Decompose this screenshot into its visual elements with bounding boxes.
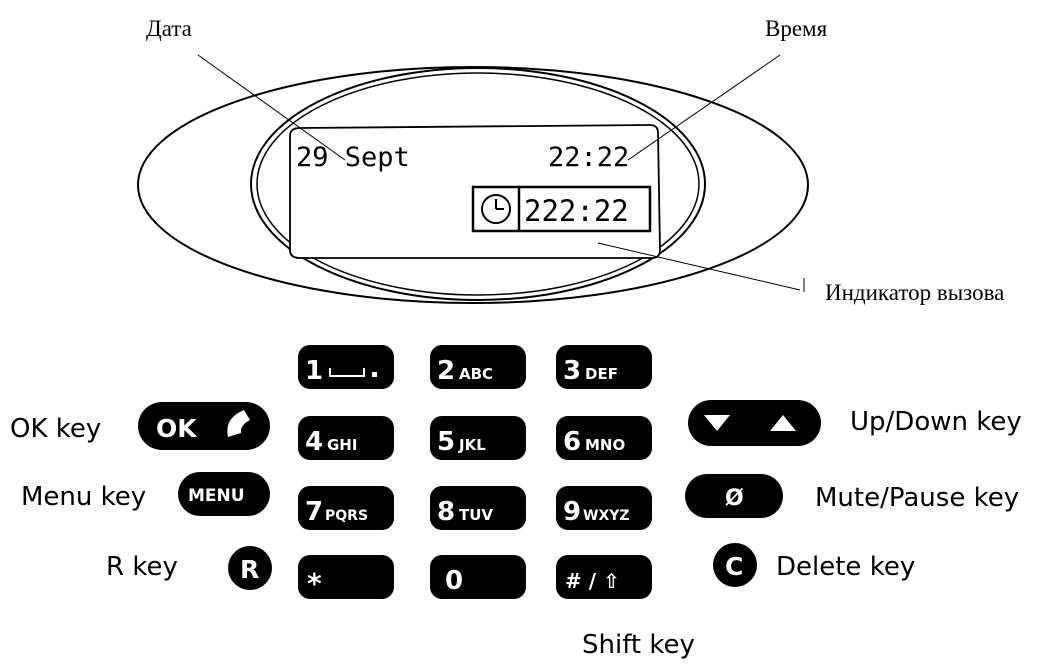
call-timer-text: 222:22 bbox=[524, 194, 629, 228]
time-leader-line bbox=[627, 54, 781, 161]
call-timer-box bbox=[471, 185, 652, 233]
ok-key[interactable]: OK bbox=[138, 402, 270, 450]
handset-inner-ellipse-2 bbox=[256, 72, 700, 296]
lcd-screen bbox=[289, 124, 661, 259]
key-0-digit: 0 bbox=[445, 566, 463, 596]
delete-key[interactable]: C bbox=[713, 543, 757, 587]
key-star-digit: * bbox=[307, 567, 322, 600]
menu-key-caption: Menu key bbox=[21, 482, 146, 512]
lcd-date-text: 29 Sept bbox=[296, 142, 410, 173]
mute-key[interactable]: Ø bbox=[685, 474, 783, 518]
r-key-label: R bbox=[240, 555, 259, 584]
up-down-arrows-icon bbox=[704, 415, 796, 431]
callout-call-indicator: Индикатор вызова bbox=[825, 280, 1004, 305]
clock-icon bbox=[481, 194, 511, 224]
key-2-digit: 2 bbox=[437, 356, 455, 386]
key-8-letters: TUV bbox=[459, 506, 493, 524]
key-9-digit: 9 bbox=[563, 497, 581, 527]
delete-key-caption: Delete key bbox=[776, 552, 915, 582]
indicator-leader-line bbox=[597, 242, 801, 291]
key-3-letters: DEF bbox=[585, 365, 618, 383]
key-6[interactable]: 6 MNO bbox=[556, 416, 652, 460]
key-8[interactable]: 8 TUV bbox=[430, 486, 526, 530]
callout-date: Дата bbox=[146, 16, 192, 41]
key-5[interactable]: 5 JKL bbox=[430, 416, 526, 460]
callout-time: Время bbox=[765, 16, 828, 41]
key-1[interactable]: 1 bbox=[298, 345, 394, 389]
key-6-digit: 6 bbox=[563, 427, 581, 457]
updown-key[interactable] bbox=[688, 400, 821, 446]
menu-key[interactable]: MENU bbox=[178, 472, 270, 516]
date-leader-line bbox=[197, 54, 346, 161]
key-5-digit: 5 bbox=[437, 427, 455, 457]
mute-key-caption: Mute/Pause key bbox=[815, 483, 1019, 513]
key-9-letters: WXYZ bbox=[583, 508, 630, 524]
key-3-digit: 3 bbox=[563, 356, 581, 386]
space-symbol-icon bbox=[329, 368, 365, 377]
handset-icon bbox=[227, 410, 250, 437]
handset-inner-ellipse bbox=[250, 67, 706, 301]
key-2[interactable]: 2 ABC bbox=[430, 345, 526, 389]
key-0[interactable]: 0 bbox=[430, 555, 526, 599]
key-hash-digit: # / ⇧ bbox=[565, 569, 620, 593]
ok-key-caption: OK key bbox=[10, 414, 101, 444]
key-3[interactable]: 3 DEF bbox=[556, 345, 652, 389]
shift-key-caption: Shift key bbox=[582, 630, 695, 660]
r-key[interactable]: R bbox=[228, 546, 272, 590]
key-9[interactable]: 9 WXYZ bbox=[556, 486, 652, 530]
updown-key-caption: Up/Down key bbox=[850, 407, 1022, 437]
key-8-digit: 8 bbox=[437, 497, 455, 527]
key-1-digit: 1 bbox=[305, 356, 323, 386]
key-star[interactable]: * bbox=[298, 555, 394, 600]
delete-key-label: C bbox=[725, 552, 743, 581]
key-7-digit: 7 bbox=[305, 497, 323, 527]
keypad-grid: 1 2 ABC 3 DEF 4 GHI 5 JKL 6 MNO bbox=[298, 345, 652, 600]
lcd-time-text: 22:22 bbox=[548, 142, 629, 173]
key-7-letters: PQRS bbox=[325, 508, 368, 524]
mute-key-label: Ø bbox=[725, 486, 744, 511]
key-4-letters: GHI bbox=[327, 436, 357, 454]
r-key-caption: R key bbox=[106, 552, 178, 582]
key-hash[interactable]: # / ⇧ bbox=[556, 555, 652, 599]
key-4-digit: 4 bbox=[305, 427, 323, 457]
menu-key-label: MENU bbox=[188, 486, 245, 506]
key-2-letters: ABC bbox=[459, 365, 493, 383]
key-5-letters: JKL bbox=[458, 436, 486, 454]
ok-key-label: OK bbox=[156, 414, 198, 443]
key-7[interactable]: 7 PQRS bbox=[298, 486, 394, 530]
key-6-letters: MNO bbox=[585, 436, 625, 454]
handset-outer-ellipse bbox=[137, 66, 809, 304]
key-4[interactable]: 4 GHI bbox=[298, 416, 394, 460]
